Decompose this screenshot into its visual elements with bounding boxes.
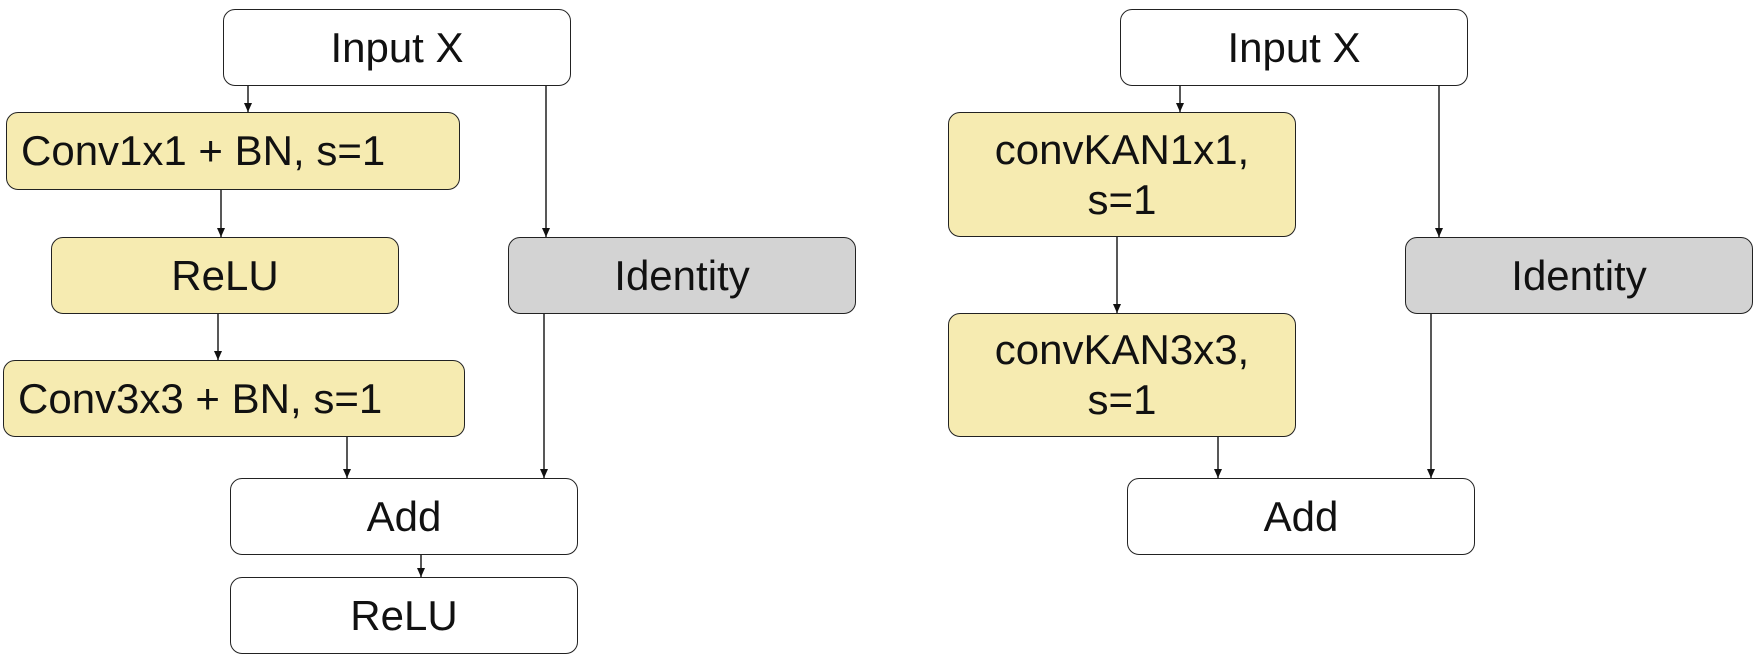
convkan1x1-label-line2: s=1 — [1087, 175, 1157, 223]
convkan3x3-label-line1: convKAN3x3, — [994, 326, 1250, 374]
relu-output-node: ReLU — [230, 577, 578, 654]
conv3x3-bn-label: Conv3x3 + BN, s=1 — [18, 374, 383, 422]
conv1x1-bn-node: Conv1x1 + BN, s=1 — [6, 112, 460, 190]
convkan1x1-label-line1: convKAN1x1, — [994, 125, 1250, 173]
input-x-label: Input X — [330, 23, 464, 71]
identity-label-right: Identity — [1511, 251, 1647, 299]
input-x-node: Input X — [223, 9, 571, 86]
convkan3x3-label-line2: s=1 — [1087, 376, 1157, 423]
input-x-label-right: Input X — [1227, 23, 1361, 71]
conv1x1-bn-label: Conv1x1 + BN, s=1 — [21, 127, 386, 175]
add-node: Add — [230, 478, 578, 555]
relu-label: ReLU — [171, 251, 279, 299]
identity-node: Identity — [508, 237, 856, 314]
identity-node-right: Identity — [1405, 237, 1753, 314]
convkan1x1-node: convKAN1x1, s=1 — [948, 112, 1296, 237]
add-label-right: Add — [1263, 492, 1339, 540]
add-node-right: Add — [1127, 478, 1475, 555]
relu-output-label: ReLU — [350, 591, 458, 639]
input-x-node-right: Input X — [1120, 9, 1468, 86]
relu-node: ReLU — [51, 237, 399, 314]
add-label: Add — [366, 492, 442, 540]
conv3x3-bn-node: Conv3x3 + BN, s=1 — [3, 360, 465, 437]
identity-label: Identity — [614, 251, 750, 299]
convkan3x3-node: convKAN3x3, s=1 — [948, 313, 1296, 437]
